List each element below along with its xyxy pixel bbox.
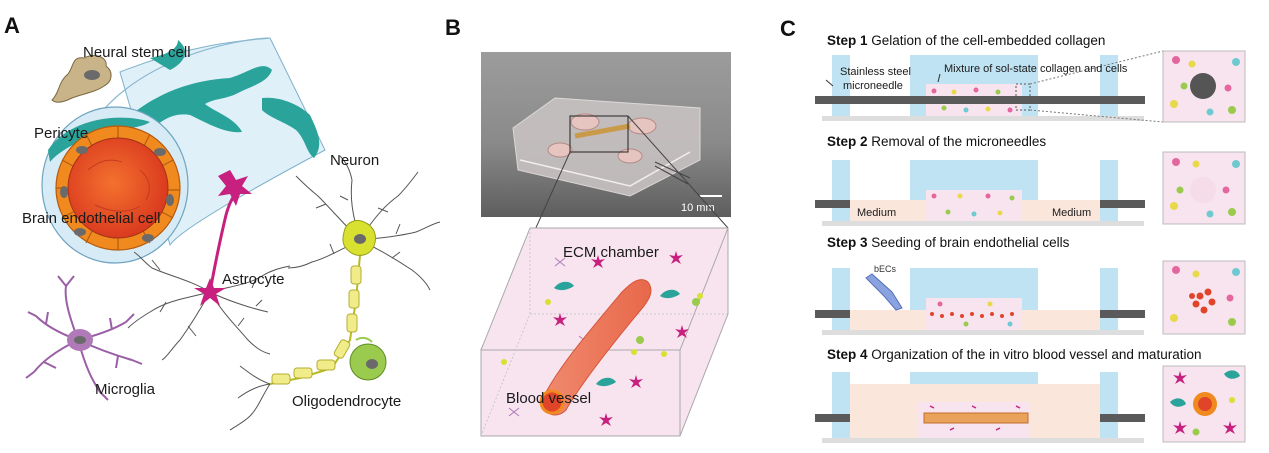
chamber-oligodendrocytes	[636, 298, 700, 344]
chamber-pericytes	[554, 281, 680, 387]
nucleus-5	[74, 228, 86, 236]
nucleus-3	[166, 194, 174, 206]
label-medium-left: Medium	[857, 207, 896, 219]
step-2-device	[815, 160, 1145, 226]
ecm-chamber-hidden-edges	[480, 228, 728, 437]
step-2-title: Step 2 Removal of the microneedles	[827, 134, 1046, 149]
step-1-device	[815, 50, 1164, 123]
panel-b: B 10 mm	[445, 15, 731, 437]
ecm-chamber-edges	[481, 227, 729, 436]
label-ecm-chamber: ECM chamber	[563, 244, 659, 261]
label-becs: bECs	[874, 264, 897, 274]
label-needle-line2: microneedle	[843, 80, 903, 92]
label-microglia: Microglia	[95, 381, 156, 398]
pericyte-tip	[150, 40, 185, 70]
panel-a-letter: A	[4, 13, 20, 38]
device-port-1	[570, 113, 600, 131]
vessel-lumen	[67, 137, 169, 239]
oligo-process	[355, 336, 373, 343]
chamber-microglia	[508, 257, 590, 417]
microglia	[25, 275, 143, 401]
nucleus-6	[60, 186, 68, 198]
step-3-inset	[1162, 260, 1246, 335]
panel-a: A	[4, 13, 441, 431]
step-4-device	[815, 372, 1145, 443]
nucleus-4	[142, 234, 154, 242]
pericyte-process	[262, 97, 320, 158]
oligo-nucleus	[366, 359, 378, 369]
label-medium-right: Medium	[1052, 207, 1091, 219]
step-4-vessel	[923, 412, 1029, 424]
label-oligodendrocyte: Oligodendrocyte	[292, 393, 401, 410]
step-1-cells	[931, 87, 1013, 113]
nucleus-1	[76, 146, 88, 154]
pericyte-cell	[120, 66, 272, 133]
chamber-blood-vessel	[541, 279, 652, 416]
label-blood-vessel: Blood vessel	[506, 390, 591, 407]
device-channel	[574, 123, 631, 139]
panel-c: C Step 1 Gelation of the cell-embedded c…	[780, 16, 1246, 443]
astrocyte	[127, 251, 291, 361]
step-3-title: Step 3 Seeding of brain endothelial cell…	[827, 235, 1070, 250]
label-pericyte: Pericyte	[34, 125, 88, 142]
step-3-device	[815, 268, 1145, 335]
mixture-pointer	[937, 73, 941, 83]
nucleus-2	[154, 148, 166, 156]
label-neuron: Neuron	[330, 152, 379, 169]
zoom-box	[569, 115, 629, 153]
step-1-title: Step 1 Gelation of the cell-embedded col…	[827, 33, 1105, 48]
label-astrocyte: Astrocyte	[222, 271, 285, 288]
label-neural-stem-cell: Neural stem cell	[83, 44, 191, 61]
device-port-4	[617, 148, 643, 164]
neuron-nucleus	[354, 234, 366, 244]
panel-b-letter: B	[445, 15, 461, 40]
astrocyte-soma	[194, 278, 226, 306]
label-brain-endothelial-cell: Brain endothelial cell	[22, 210, 160, 227]
neural-stem-cell	[51, 55, 112, 103]
panel-c-letter: C	[780, 16, 796, 41]
device-port-3	[547, 142, 573, 158]
microglia-nucleus	[74, 336, 86, 344]
step-2-inset	[1162, 151, 1246, 225]
chamber-vessel-lumen	[539, 389, 565, 415]
neuron-dendrites	[287, 155, 441, 291]
astrocyte-endfoot	[218, 170, 252, 206]
lumen-texture	[87, 159, 150, 212]
pipette	[865, 273, 903, 311]
zoom-line-right	[627, 115, 729, 229]
label-mixture: Mixture of sol-state collagen and cells	[944, 63, 1128, 75]
label-needle-line1: Stainless steel	[840, 66, 911, 78]
step-1-inset	[1162, 50, 1246, 123]
myelin-sheaths	[271, 265, 362, 385]
device-needles	[654, 161, 691, 185]
stem-cell-nucleus	[84, 70, 100, 80]
vessel-outer-wall	[94, 37, 269, 121]
step-1-microneedle	[815, 96, 1145, 104]
chamber-neurons	[501, 293, 703, 365]
scale-bar-label: 10 mm	[681, 202, 715, 214]
step-4-inset	[1162, 365, 1246, 443]
axon-terminal	[229, 365, 271, 431]
step-4-title: Step 4 Organization of the in vitro bloo…	[827, 347, 1201, 362]
